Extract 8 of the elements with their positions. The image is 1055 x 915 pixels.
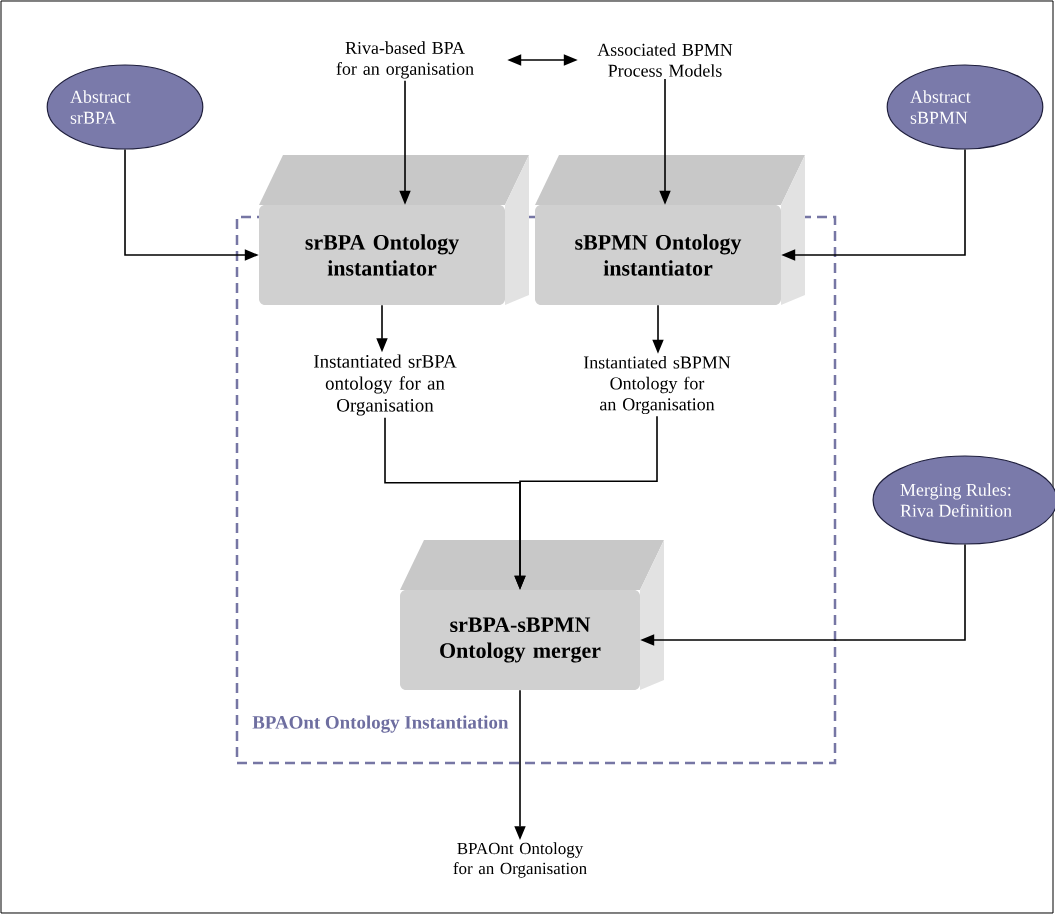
text-label: Riva-based BPA for an organisation [336, 41, 474, 79]
text-label: Associated BPMN Process Models [597, 43, 733, 77]
process-box: sBPMN Ontology instantiator [535, 155, 805, 305]
text-label: Instantiated sBPMN Ontology for an Organisation [583, 355, 731, 415]
process-box: srBPA Ontology instantiator [259, 155, 529, 305]
text-label: Instantiated srBPA ontology for an Organisation [314, 354, 457, 416]
text-label: BPAOnt Ontology for an Organisation [453, 842, 587, 878]
process-box: srBPA-sBPMN Ontology merger [400, 540, 664, 690]
